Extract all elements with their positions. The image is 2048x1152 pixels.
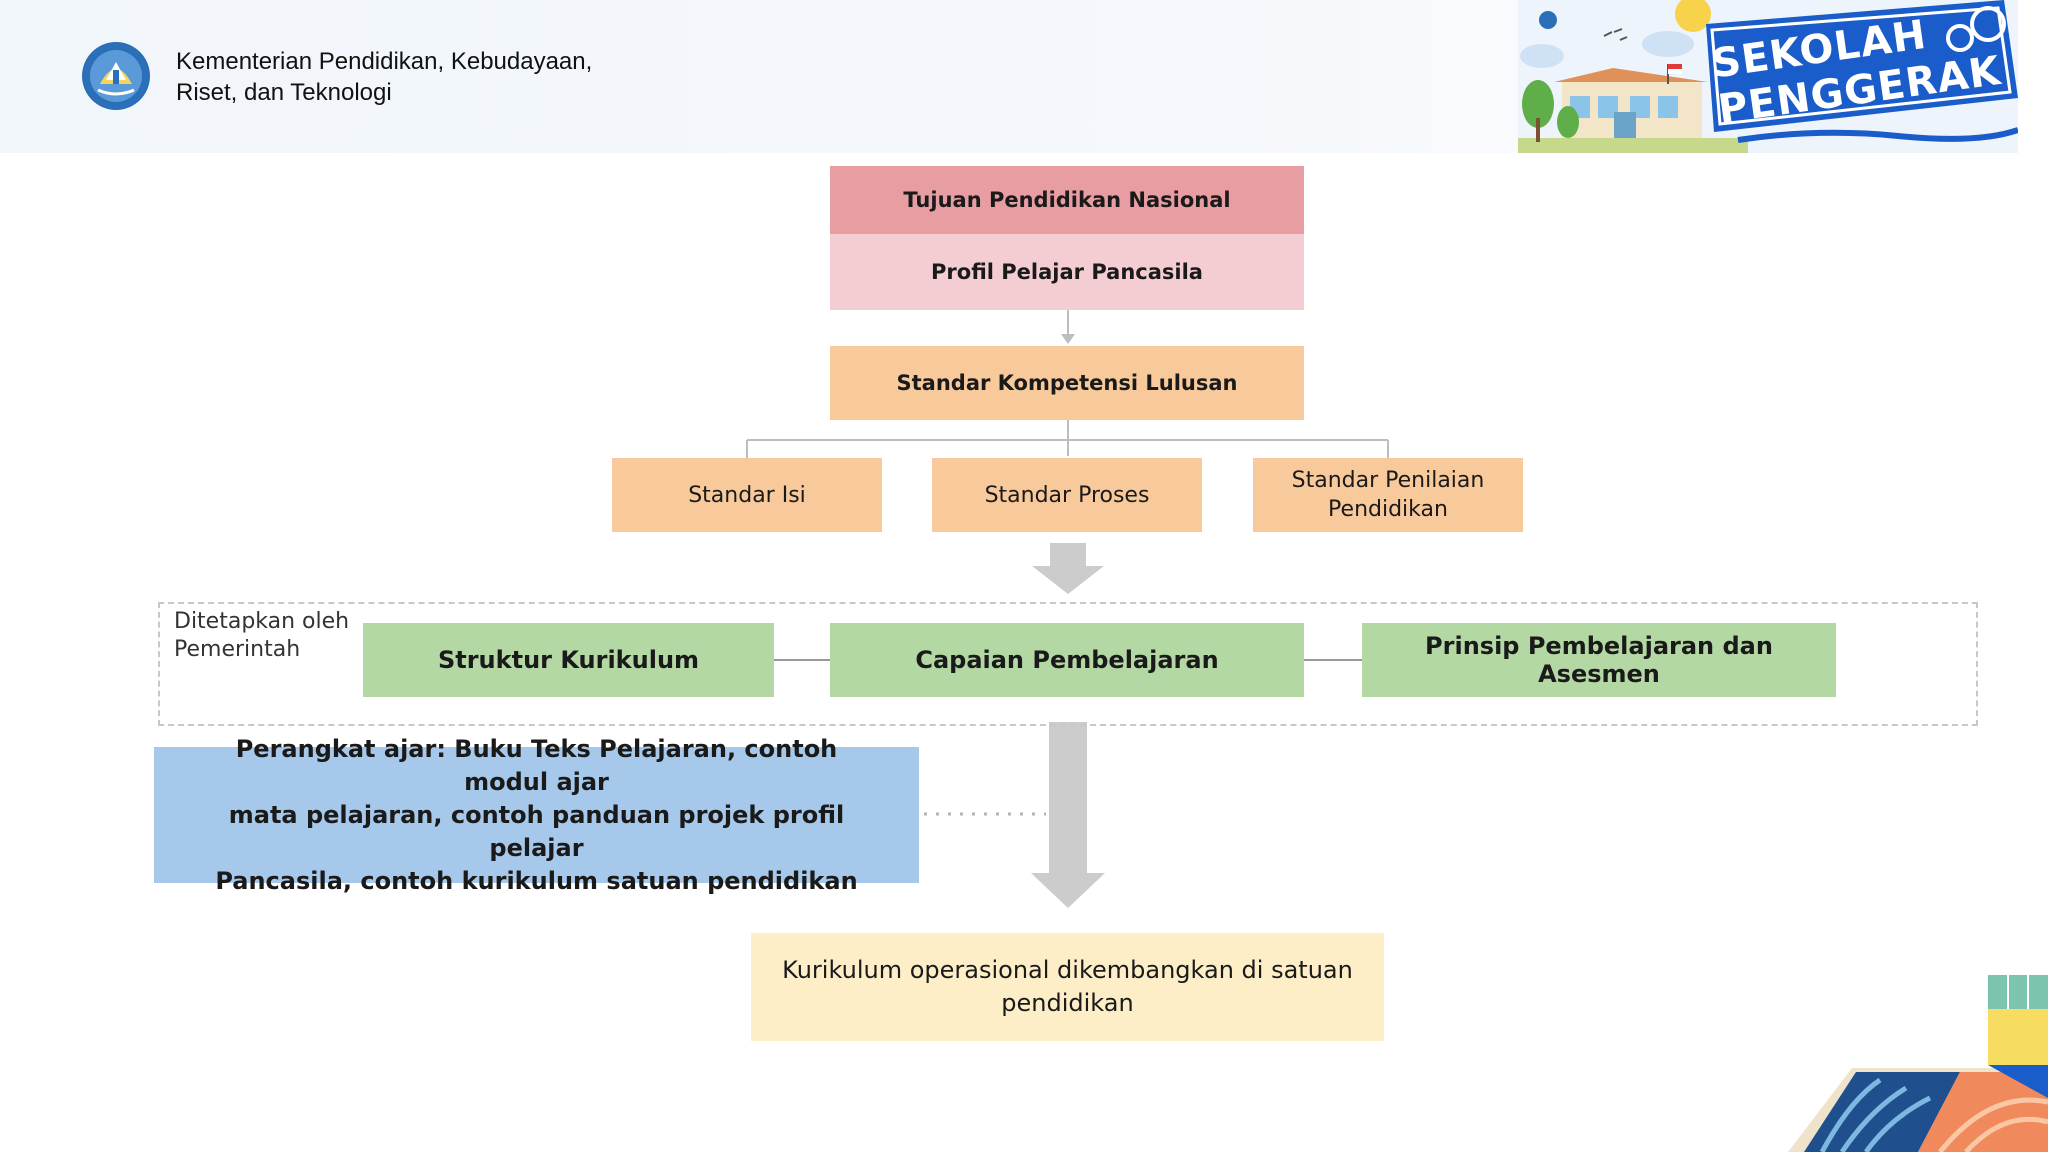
box-standar-penilaian-pendidikan: Standar Penilaian Pendidikan <box>1253 458 1523 532</box>
ministry-name-line1: Kementerian Pendidikan, Kebudayaan, <box>176 48 593 75</box>
ministry-name-line2: Riset, dan Teknologi <box>176 79 392 106</box>
label-kurikulum-line2: pendidikan <box>1001 989 1134 1017</box>
sekolah-penggerak-banner <box>1518 0 2018 153</box>
box-perangkat-ajar: Perangkat ajar: Buku Teks Pelajaran, con… <box>154 735 919 895</box>
label-capaian: Capaian Pembelajaran <box>915 646 1219 674</box>
box-standar-proses: Standar Proses <box>932 458 1202 532</box>
label-standar-penilaian-line2: Pendidikan <box>1328 497 1448 522</box>
box-kurikulum-operasional: Kurikulum operasional dikembangkan di sa… <box>751 933 1384 1041</box>
tut-wuri-handayani-logo-icon <box>82 42 150 110</box>
box-tujuan-pendidikan-nasional: Tujuan Pendidikan Nasional <box>830 166 1304 234</box>
label-standar-isi: Standar Isi <box>688 482 806 508</box>
label-kurikulum-line1: Kurikulum operasional dikembangkan di sa… <box>782 956 1353 984</box>
label-perangkat-line1: Perangkat ajar: Buku Teks Pelajaran, con… <box>235 734 838 796</box>
box-struktur-kurikulum: Struktur Kurikulum <box>363 623 774 697</box>
box-prinsip-pembelajaran-asesmen: Prinsip Pembelajaran dan Asesmen <box>1362 623 1836 697</box>
label-profil: Profil Pelajar Pancasila <box>931 260 1203 284</box>
label-tujuan: Tujuan Pendidikan Nasional <box>903 188 1231 212</box>
label-prinsip: Prinsip Pembelajaran dan Asesmen <box>1425 632 1773 688</box>
arrow-down-big-2 <box>1031 722 1105 908</box>
ministry-name: Kementerian Pendidikan, Kebudayaan, Rise… <box>176 46 592 108</box>
box-capaian-pembelajaran: Capaian Pembelajaran <box>830 623 1304 697</box>
government-frame <box>158 602 1978 726</box>
box-profil-pelajar-pancasila: Profil Pelajar Pancasila <box>830 234 1304 310</box>
arrow-down-big-1 <box>1032 543 1104 594</box>
label-perangkat-line2: mata pelajaran, contoh panduan projek pr… <box>228 800 845 862</box>
box-standar-kompetensi-lulusan: Standar Kompetensi Lulusan <box>830 346 1304 420</box>
arrowhead-skl <box>1061 334 1075 344</box>
label-skl: Standar Kompetensi Lulusan <box>896 371 1238 395</box>
gov-label-line1: Ditetapkan oleh <box>174 609 350 634</box>
label-perangkat-line3: Pancasila, contoh kurikulum satuan pendi… <box>215 866 858 895</box>
label-standar-proses: Standar Proses <box>984 482 1150 508</box>
gov-label-line2: Pemerintah <box>174 637 301 662</box>
label-ditetapkan-pemerintah: Ditetapkan oleh Pemerintah <box>174 608 349 664</box>
box-standar-isi: Standar Isi <box>612 458 882 532</box>
label-standar-penilaian-line1: Standar Penilaian <box>1291 468 1485 493</box>
label-struktur: Struktur Kurikulum <box>437 646 700 674</box>
